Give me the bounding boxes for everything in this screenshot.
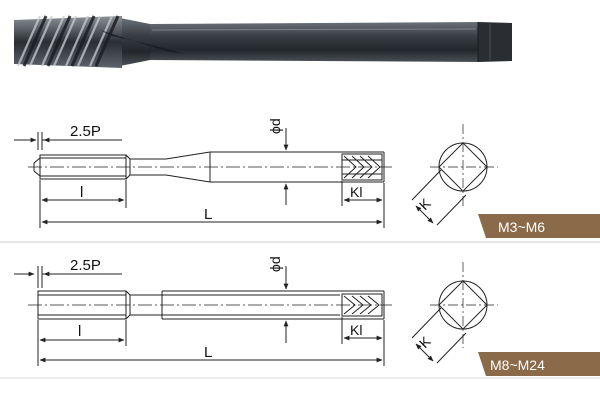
pitch-label: 2.5P: [70, 123, 101, 140]
drawing-m3-m6: [14, 124, 498, 228]
thread-length-label: l: [80, 184, 83, 201]
square-length-label: Kl: [350, 184, 362, 200]
square-size-label: K: [416, 333, 434, 351]
pitch-label: 2.5P: [70, 257, 101, 274]
tap-photo: [14, 15, 512, 68]
square-length-label: Kl: [350, 322, 362, 338]
size-range-label: M3~M6: [498, 219, 545, 235]
diameter-label: ϕd: [267, 118, 283, 134]
total-length-label: L: [204, 344, 212, 361]
diameter-label: ϕd: [267, 256, 283, 272]
total-length-label: L: [204, 206, 212, 223]
size-range-label: M8~M24: [490, 357, 545, 373]
size-range-badge: M8~M24: [478, 352, 600, 376]
thread-length-label: l: [78, 323, 81, 340]
size-range-badge: M3~M6: [478, 214, 600, 238]
drawing-m8-m24: [14, 262, 498, 366]
square-size-label: K: [416, 195, 434, 213]
